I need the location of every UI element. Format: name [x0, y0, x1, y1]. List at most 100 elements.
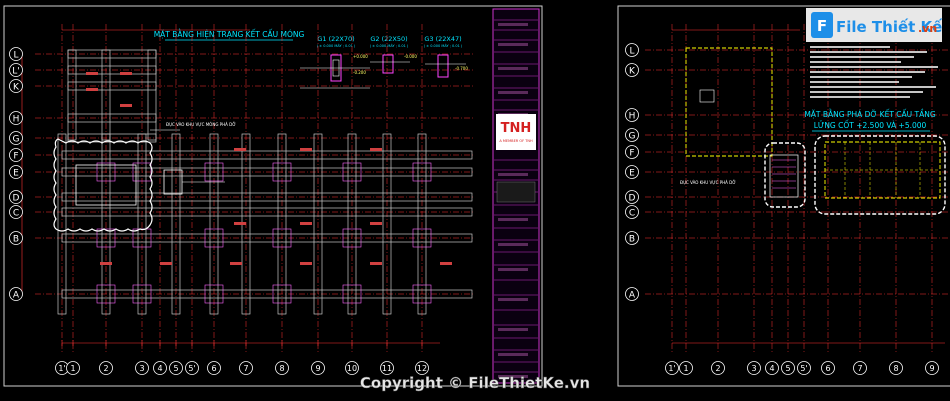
row-axis-label: B	[13, 235, 19, 245]
level-mark-4: -0.700	[455, 66, 468, 71]
note-line	[810, 56, 914, 58]
right-row-axis-bubble	[625, 63, 639, 77]
beam-label-stub	[370, 148, 382, 151]
row-axis-bubble	[9, 148, 23, 162]
row-axis-label: L'	[12, 67, 20, 77]
col-axis-label: 6	[211, 364, 216, 373]
right-general-notes	[810, 46, 938, 98]
col-axis-bubble	[169, 361, 183, 375]
foundation-beam	[417, 133, 427, 315]
section-scale-g1: ( ± 0.000 MÁY ; 0.01 )	[317, 43, 356, 48]
right-row-axis-label: H	[629, 112, 636, 122]
row-axis-label: L	[13, 51, 18, 61]
beam-label-stub	[440, 262, 452, 265]
right-row-axis-bubble	[625, 145, 639, 159]
foundation-beam	[147, 49, 157, 141]
footing-pad	[412, 228, 432, 248]
foundation-beam	[61, 150, 473, 160]
title-block-text-stub	[498, 243, 528, 246]
row-axis-bubble	[9, 111, 23, 125]
right-col-axis-label: 9	[929, 364, 934, 373]
section-detail-g1	[300, 54, 370, 89]
foundation-beam	[57, 133, 67, 315]
right-row-axis-bubble	[625, 165, 639, 179]
note-line	[810, 71, 925, 73]
footing-pad	[342, 284, 362, 304]
beam-label-stub	[120, 72, 132, 75]
right-col-axis-bubble	[765, 361, 779, 375]
beam-label-stub	[300, 148, 312, 151]
section-label-g3: G3 (22X47)	[424, 35, 461, 43]
col-axis-label: 9	[315, 364, 320, 373]
company-logo: TNH	[501, 121, 532, 136]
right-row-axis-bubble	[625, 231, 639, 245]
col-axis-bubble	[380, 361, 394, 375]
title-block-logo-box	[496, 114, 536, 150]
footing-pad	[412, 284, 432, 304]
demolition-cloud-right-2	[814, 135, 946, 215]
title-block-text-stub	[498, 298, 528, 301]
beam-label-stub	[300, 222, 312, 225]
col-axis-label: 8	[279, 364, 284, 373]
note-line	[810, 76, 912, 78]
right-col-axis-label: 4	[769, 364, 774, 373]
title-block-lines	[494, 19, 538, 378]
foundation-beam	[101, 133, 111, 315]
footing-pad	[132, 284, 152, 304]
beam-label-stub	[370, 262, 382, 265]
demolition-opening-left	[163, 169, 183, 195]
note-line	[810, 61, 901, 63]
right-col-axis-bubble	[797, 361, 811, 375]
title-block-text-stub	[498, 23, 528, 26]
level-mark-1: +0.000	[353, 54, 368, 59]
row-axis-label: E	[13, 169, 19, 179]
section-label-g1: G1 (22X70)	[317, 35, 354, 43]
col-axis-label: 1'	[58, 364, 65, 373]
title-block-thumbnail	[496, 181, 536, 203]
footing-pad	[96, 228, 116, 248]
foundation-beam	[313, 133, 323, 315]
note-line	[810, 66, 938, 68]
foundation-beam	[137, 133, 147, 315]
title-block-text-stub	[498, 218, 528, 221]
right-col-axis-bubble	[747, 361, 761, 375]
title-block-text-stub	[498, 43, 528, 46]
right-col-axis-bubble	[711, 361, 725, 375]
col-axis-bubble	[311, 361, 325, 375]
beam-label-stub	[370, 222, 382, 225]
foundation-beam	[277, 133, 287, 315]
right-sheet-subtitle: LỬNG CỐT +2.500 VÀ +5.000	[814, 120, 927, 130]
right-row-axis-bubble	[625, 205, 639, 219]
watermark-logo-icon	[811, 12, 833, 38]
col-axis-label: 1	[70, 364, 75, 373]
title-block-text-stub	[498, 268, 528, 271]
right-col-axis-bubble	[679, 361, 693, 375]
row-axis-bubble	[9, 190, 23, 204]
mezzanine-outline	[685, 47, 773, 157]
row-axis-label: F	[13, 152, 18, 162]
demolition-note-left: ĐỤC VÀO KHU VỰC MÓNG PHÁ DỠ	[166, 122, 236, 127]
footing-pad	[132, 162, 152, 182]
beam-label-stub	[300, 262, 312, 265]
footing-pad	[342, 228, 362, 248]
right-sheet-frame	[617, 5, 950, 387]
demolition-cloud-right-1	[764, 142, 806, 208]
foundation-beam	[171, 133, 181, 315]
note-line	[810, 96, 910, 98]
beam-label-stub	[86, 72, 98, 75]
row-axis-bubble	[9, 79, 23, 93]
row-axis-bubble	[9, 131, 23, 145]
beam-label-stub	[86, 88, 98, 91]
demolition-note-right: ĐỤC VÀO KHU VỰC PHÁ DỠ	[680, 180, 736, 185]
footing-pad	[204, 228, 224, 248]
section-label-g2: G2 (22X50)	[370, 35, 407, 43]
right-col-axis-label: 1'	[668, 364, 675, 373]
col-axis-bubble	[185, 361, 199, 375]
row-axis-bubble	[9, 231, 23, 245]
section-detail-g3	[425, 54, 466, 78]
watermark-logo-text: File Thiết Kế	[836, 17, 943, 36]
